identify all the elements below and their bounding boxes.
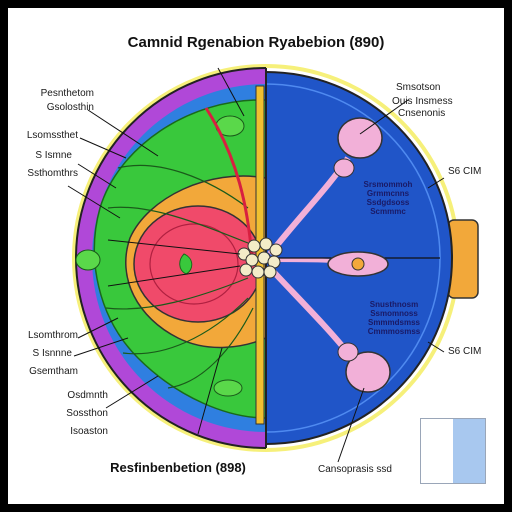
color-swatch-box xyxy=(420,418,486,484)
fiber-line xyxy=(122,297,249,355)
label-left-3a: Lsomthrom xyxy=(27,330,78,341)
inner-label-1a: Srsmommoh xyxy=(363,180,413,189)
diagram-frame: Camnid Rgenabion Ryabebion (890) Pesnthe… xyxy=(8,8,504,504)
label-left-2a: Lsomssthet xyxy=(26,130,78,141)
fiber-line xyxy=(167,307,254,389)
label-left-3c: Gsemtham xyxy=(29,366,78,377)
left-hemisphere xyxy=(75,67,266,449)
label-bottom-right: Cansoprasis ssd xyxy=(318,464,392,475)
inner-label-2c: Smmmdsmss xyxy=(367,318,421,327)
red-core-inner xyxy=(149,223,239,305)
inner-label-1d: Scmmmc xyxy=(370,207,406,216)
fiber-line xyxy=(105,277,249,310)
granule-cluster xyxy=(237,237,283,279)
inner-label-2b: Ssmomnoss xyxy=(370,309,418,318)
label-left-2b: S Ismne xyxy=(35,150,72,161)
color-swatch-blue xyxy=(453,419,485,483)
label-left-2c: Ssthomthrs xyxy=(27,168,78,179)
inner-label-2d: Cmmmosmss xyxy=(367,327,421,336)
cell-diagram xyxy=(67,64,479,463)
pink-node-middle-core xyxy=(351,257,365,271)
right-hemisphere xyxy=(266,71,453,445)
inner-label-1c: Ssdgdsoss xyxy=(366,198,410,207)
label-bottom-1c: Isoaston xyxy=(70,426,108,437)
label-right-2: S6 CIM xyxy=(448,346,482,357)
fiber-line xyxy=(107,206,249,244)
inner-label-2a: Snusthnosm xyxy=(369,300,419,309)
label-top-right-b: Ouis Insmess xyxy=(392,96,453,107)
label-right-1: S6 CIM xyxy=(448,166,482,177)
pink-node-top xyxy=(337,117,383,159)
green-blob xyxy=(213,379,243,397)
pink-node-bottom xyxy=(345,351,391,393)
label-top-right-a: Smsotson xyxy=(396,82,441,93)
label-top-right-c: Cnsenonis xyxy=(398,108,446,119)
footer-title: Resfinbenbetion (898) xyxy=(110,460,246,475)
label-bottom-1b: Sossthon xyxy=(66,408,108,419)
pink-node-bottom-small xyxy=(337,342,359,362)
inner-label-1b: Grmmcnns xyxy=(366,189,410,198)
leader-lines xyxy=(67,67,445,463)
pink-node-top-small xyxy=(333,158,355,178)
label-bottom-1a: Osdmnth xyxy=(67,390,108,401)
green-blob xyxy=(75,249,101,271)
label-left-3b: S Isnnne xyxy=(32,348,72,359)
diagram-title: Camnid Rgenabion Ryabebion (890) xyxy=(127,34,385,51)
label-left-1b: Gsolosthin xyxy=(46,102,94,113)
fiber-line xyxy=(117,164,249,209)
label-left-1a: Pesnthetom xyxy=(40,88,94,99)
